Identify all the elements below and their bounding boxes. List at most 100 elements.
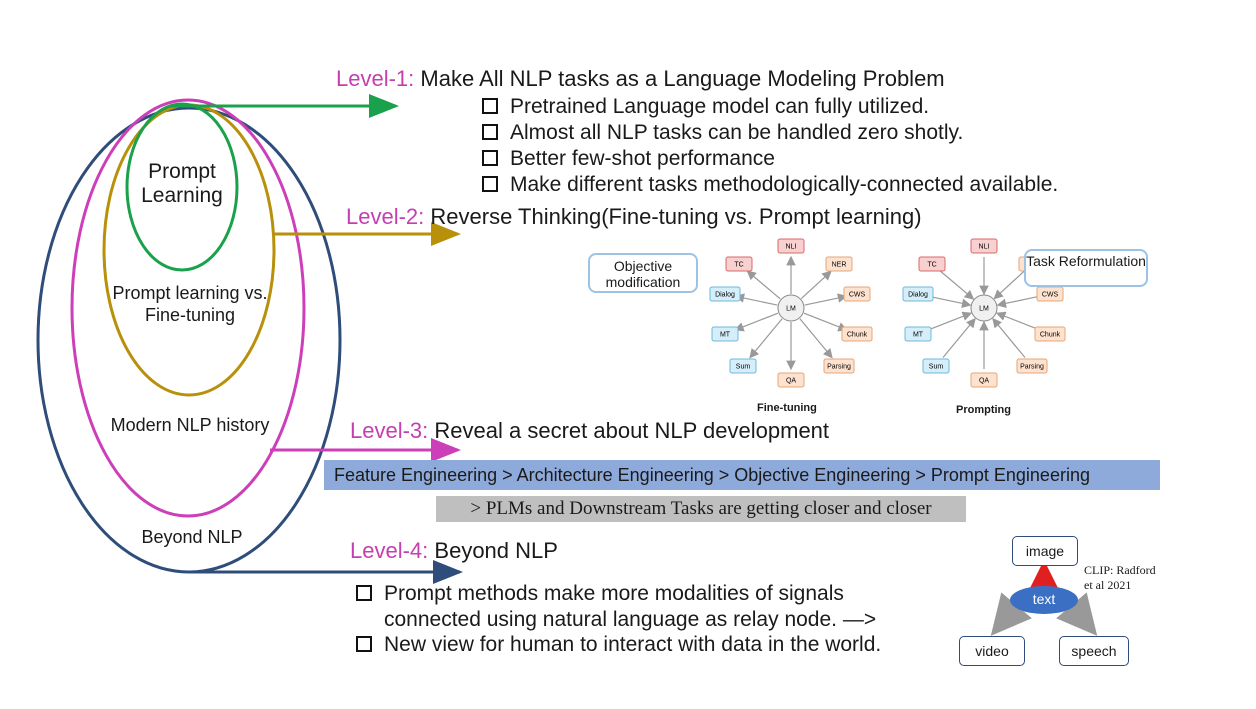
- task-link: [928, 295, 972, 309]
- task-label: Parsing: [1020, 364, 1044, 371]
- task-link: [993, 270, 1025, 300]
- task-label: MT: [720, 332, 731, 339]
- task-link: [992, 317, 1026, 358]
- level3-heading: Level-3: Reveal a secret about NLP devel…: [350, 418, 829, 444]
- bullet-text: Better few-shot performance: [510, 147, 775, 170]
- level4-bullet-continued: connected using natural language as rela…: [384, 607, 876, 633]
- level1-bullet: Better few-shot performance: [482, 146, 775, 172]
- checkbox-icon: [356, 636, 372, 652]
- modern-nlp-label: Modern NLP history: [110, 415, 270, 435]
- task-node-cws: [1036, 286, 1064, 302]
- task-node-chunk: [841, 326, 873, 342]
- task-link: [746, 270, 781, 300]
- level2-text: Reverse Thinking(Fine-tuning vs. Prompt …: [430, 204, 922, 229]
- level4-heading: Level-4: Beyond NLP: [350, 538, 558, 564]
- task-label: Parsing: [827, 364, 851, 371]
- task-label: CWS: [1042, 292, 1059, 299]
- bullet-text: Prompt methods make more modalities of s…: [384, 582, 844, 605]
- level2-tag: Level-2:: [346, 204, 425, 229]
- task-label: TC: [734, 262, 743, 269]
- task-node-cws: [843, 286, 871, 302]
- text-node: [1010, 586, 1078, 614]
- task-node-dialog: [902, 286, 934, 302]
- plm-closer-bar: > PLMs and Downstream Tasks are getting …: [436, 496, 966, 522]
- checkbox-icon: [482, 124, 498, 140]
- task-node-mt: [904, 326, 932, 342]
- level1-bullet: Make different tasks methodologically-co…: [482, 172, 1058, 198]
- level1-heading: Level-1: Make All NLP tasks as a Languag…: [336, 66, 945, 92]
- vs-finetuning-label: Prompt learning vs. Fine-tuning: [112, 283, 268, 325]
- task-label: Sum: [929, 364, 944, 371]
- beyond-nlp-label: Beyond NLP: [141, 527, 243, 547]
- task-link: [928, 311, 973, 331]
- engineering-progression-bar: Feature Engineering > Architecture Engin…: [324, 460, 1160, 490]
- checkbox-icon: [356, 585, 372, 601]
- task-label: Chunk: [847, 332, 868, 339]
- vs-finetuning-ellipse: [102, 103, 276, 397]
- level3-text: Reveal a secret about NLP development: [434, 418, 830, 443]
- prompt-learning-label: Prompt Learning: [141, 160, 223, 207]
- level3-tag: Level-3:: [350, 418, 429, 443]
- task-node-qa: [970, 372, 998, 388]
- bullet-text: connected using natural language as rela…: [384, 608, 877, 631]
- task-link: [799, 318, 833, 359]
- task-label: Dialog: [715, 292, 735, 299]
- level1-tag: Level-1:: [336, 66, 415, 91]
- bullet-text: New view for human to interact with data…: [384, 633, 882, 656]
- level1-bullet: Pretrained Language model can fully util…: [482, 94, 929, 120]
- speech-node: speech: [1059, 636, 1129, 666]
- task-link: [749, 318, 783, 359]
- task-label: NLI: [786, 244, 797, 251]
- finetuning-caption: Fine-tuning: [757, 402, 817, 414]
- modern-nlp-ellipse: [70, 98, 306, 518]
- lm-label: LM: [786, 306, 796, 313]
- task-node-qa: [777, 372, 805, 388]
- task-link: [734, 293, 778, 306]
- task-label: MT: [913, 332, 924, 339]
- task-link: [995, 311, 1040, 331]
- objective-modification-callout: Objective modification: [588, 253, 698, 293]
- checkbox-icon: [482, 176, 498, 192]
- task-link: [734, 312, 779, 332]
- task-node-nli: [970, 238, 998, 254]
- image-node: image: [1012, 536, 1078, 566]
- lm-node: [777, 294, 805, 322]
- task-label: QA: [979, 378, 989, 385]
- level2-heading: Level-2: Reverse Thinking(Fine-tuning vs…: [346, 204, 922, 230]
- task-label: QA: [786, 378, 796, 385]
- level4-tag: Level-4:: [350, 538, 429, 563]
- bullet-text: Almost all NLP tasks can be handled zero…: [510, 121, 964, 144]
- task-node-nli: [777, 238, 805, 254]
- task-link: [804, 293, 848, 306]
- task-label: NER: [832, 262, 847, 269]
- task-label: Dialog: [908, 292, 928, 299]
- lm-label: LM: [979, 306, 989, 313]
- task-label: Sum: [736, 364, 751, 371]
- task-label: Chunk: [1040, 332, 1061, 339]
- task-label: TC: [927, 262, 936, 269]
- checkbox-icon: [482, 98, 498, 114]
- task-link: [803, 312, 848, 332]
- level1-bullet: Almost all NLP tasks can be handled zero…: [482, 120, 963, 146]
- task-node-tc: [725, 256, 753, 272]
- task-label: NLI: [979, 244, 990, 251]
- beyond-nlp-ellipse: [36, 106, 342, 574]
- task-node-parsing: [1016, 358, 1048, 374]
- task-node-dialog: [709, 286, 741, 302]
- prompt-learning-ellipse: [125, 102, 239, 272]
- task-link: [940, 270, 975, 300]
- checkbox-icon: [482, 150, 498, 166]
- level4-text: Beyond NLP: [434, 538, 558, 563]
- text-to-video-arrow: [990, 592, 1032, 636]
- task-node-ner: [825, 256, 853, 272]
- task-link: [942, 317, 976, 358]
- video-node: video: [959, 636, 1025, 666]
- task-node-tc: [918, 256, 946, 272]
- text-node-label: text: [1032, 591, 1056, 607]
- task-link: [996, 295, 1040, 309]
- level1-text: Make All NLP tasks as a Language Modelin…: [420, 66, 945, 91]
- task-link: [800, 270, 832, 299]
